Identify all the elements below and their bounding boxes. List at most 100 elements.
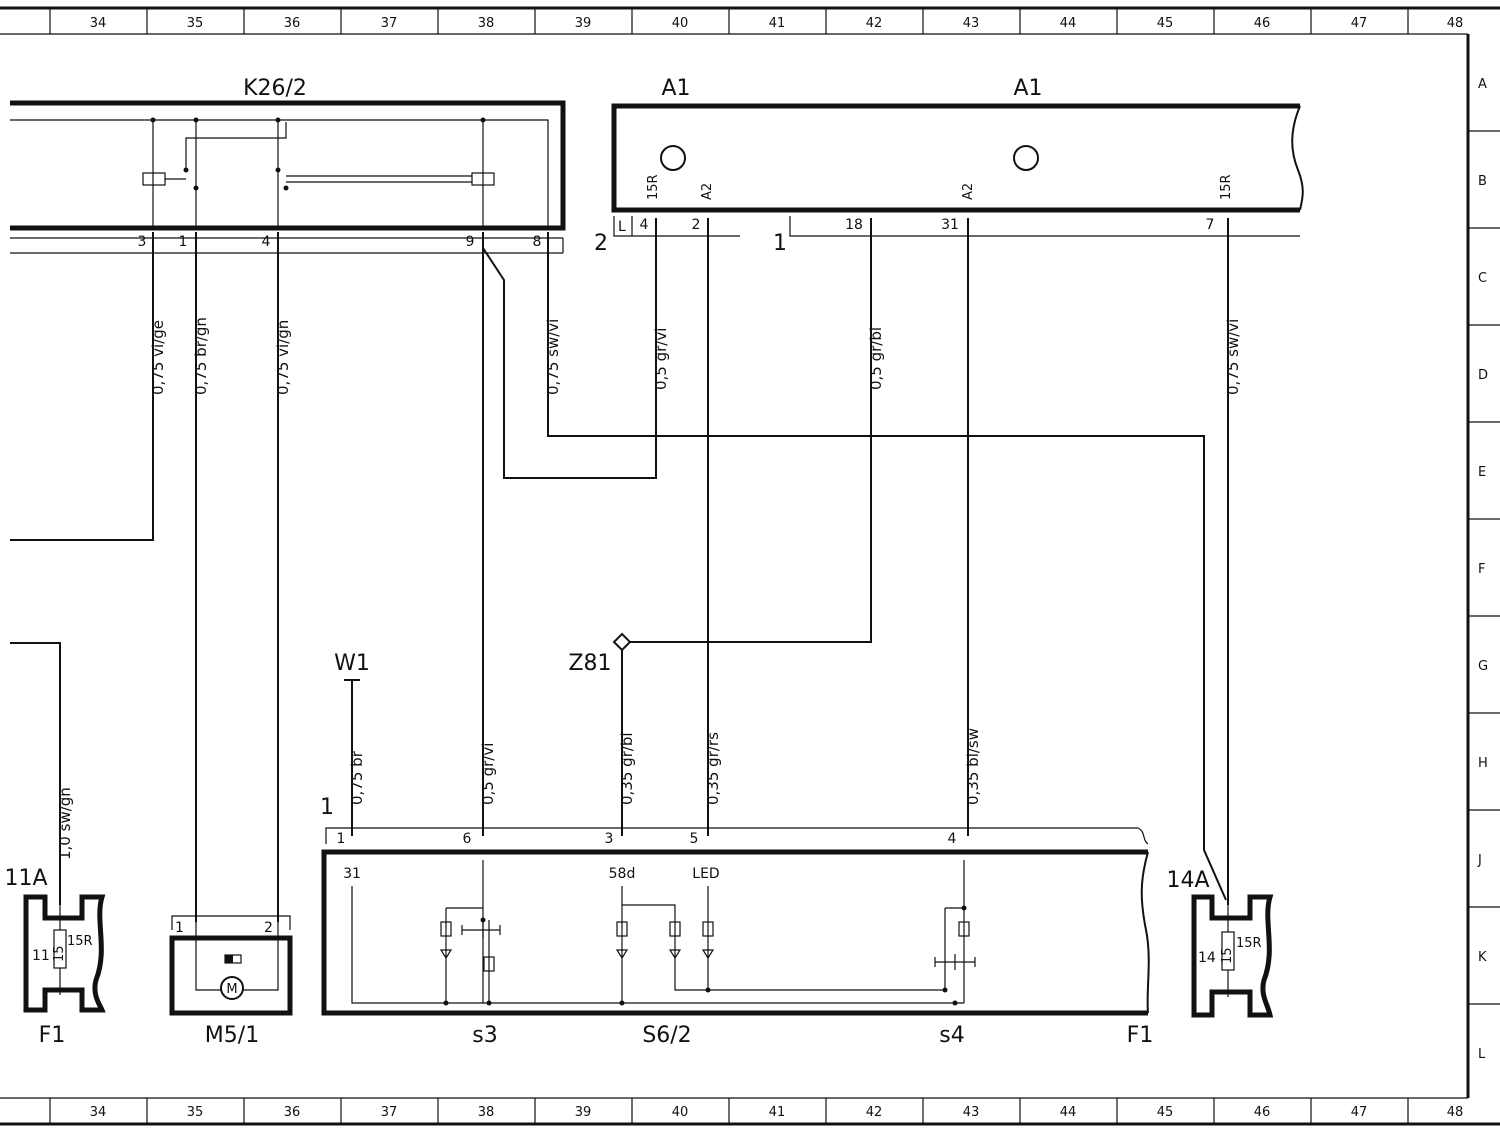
wire-label: 0,35 gr/bl bbox=[618, 732, 636, 805]
wire-labels: 0,75 vi/ge 0,75 br/gn 0,75 vi/gn 0,75 sw… bbox=[56, 317, 1242, 860]
motor-symbol: M bbox=[226, 982, 237, 997]
a1-connector-1: 1 bbox=[773, 231, 787, 256]
wire-label: 0,75 br/gn bbox=[192, 317, 210, 395]
led-icon bbox=[615, 949, 629, 960]
col-label: 47 bbox=[1351, 1105, 1368, 1120]
s6-2-label: S6/2 bbox=[642, 1023, 691, 1048]
z81-splice-icon bbox=[612, 632, 632, 652]
row-label: E bbox=[1478, 465, 1486, 480]
a1-connector-2: 2 bbox=[594, 231, 608, 256]
fuse-14-15r: 15R bbox=[1236, 936, 1262, 951]
col-label: 36 bbox=[284, 1105, 301, 1120]
m5-pin-2: 2 bbox=[264, 920, 273, 936]
s6-2-switch-module: 1 1 6 3 5 4 31 58d LED bbox=[320, 795, 1153, 1048]
wire-label: 0,75 vi/ge bbox=[149, 320, 167, 395]
a1-pin-a2-left: A2 bbox=[700, 183, 715, 200]
resistor bbox=[616, 921, 628, 937]
col-label: 38 bbox=[478, 1105, 495, 1120]
col-label: 41 bbox=[769, 16, 786, 31]
col-label: 46 bbox=[1254, 16, 1271, 31]
s3-label: s3 bbox=[472, 1023, 497, 1048]
col-label: 39 bbox=[575, 16, 592, 31]
wire-label: 0,5 gr/vi bbox=[652, 328, 670, 390]
resistor bbox=[702, 921, 714, 937]
f1-fuse-box-left: 11A 11 15R 15 F1 bbox=[4, 866, 106, 1048]
col-label: 44 bbox=[1060, 16, 1077, 31]
row-label: L bbox=[1478, 1047, 1486, 1062]
wire-label: 0,5 gr/vi bbox=[479, 743, 497, 805]
z81-label: Z81 bbox=[568, 651, 611, 676]
a1-pin-18: 18 bbox=[845, 217, 863, 233]
col-label: 43 bbox=[963, 16, 980, 31]
wire-label: 0,35 gr/rs bbox=[704, 732, 722, 805]
a1-pin-15r-left: 15R bbox=[646, 174, 661, 200]
motor-icon bbox=[220, 976, 244, 1000]
a1-pin-2: 2 bbox=[692, 217, 701, 233]
row-label: A bbox=[1478, 77, 1487, 92]
column-ticks-top bbox=[49, 8, 1409, 34]
col-label: 45 bbox=[1157, 16, 1174, 31]
col-label: 36 bbox=[284, 16, 301, 31]
col-label: 40 bbox=[672, 16, 689, 31]
a1-pin-31: 31 bbox=[941, 217, 959, 233]
transistor-icon bbox=[1013, 145, 1039, 171]
col-label: 47 bbox=[1351, 16, 1368, 31]
k26-pin-9: 9 bbox=[466, 234, 475, 250]
s6-term-led: LED bbox=[692, 866, 719, 882]
wire-harness bbox=[10, 218, 1229, 922]
k26-pin-4: 4 bbox=[262, 234, 271, 250]
a1-pin-a2-right: A2 bbox=[961, 183, 976, 200]
s6-term-31: 31 bbox=[343, 866, 361, 882]
col-label: 35 bbox=[187, 1105, 204, 1120]
col-label: 40 bbox=[672, 1105, 689, 1120]
a1-pin-15r-right: 15R bbox=[1219, 174, 1234, 200]
s6-pin-3: 3 bbox=[605, 831, 614, 847]
a1-module: A1 A1 15R A2 A2 15R 2 L 4 2 1 18 31 7 bbox=[594, 76, 1304, 256]
k26-2-module: K26/2 3 1 4 9 8 bbox=[10, 76, 566, 254]
a1-connector-2-L: L bbox=[618, 219, 626, 235]
resistor bbox=[669, 921, 681, 937]
wire-label: 0,35 bl/sw bbox=[964, 728, 982, 805]
fuse-11-15r: 15R bbox=[67, 934, 93, 949]
fuse-14-15: 15 bbox=[1220, 947, 1235, 964]
row-label: D bbox=[1478, 368, 1488, 383]
col-label: 37 bbox=[381, 1105, 398, 1120]
f1-label-right: F1 bbox=[1127, 1023, 1154, 1048]
m5-1-motor: 1 2 M M5/1 bbox=[169, 915, 293, 1048]
column-labels-bottom: 34 35 36 37 38 39 40 41 42 43 44 45 46 4… bbox=[90, 1105, 1464, 1120]
resistor bbox=[958, 921, 970, 937]
fuse-11-number: 11 bbox=[32, 948, 50, 964]
drawing-frame bbox=[0, 6, 1500, 1126]
s6-pin-5: 5 bbox=[690, 831, 699, 847]
col-label: 48 bbox=[1447, 1105, 1464, 1120]
k26-pin-1: 1 bbox=[179, 234, 188, 250]
col-label: 39 bbox=[575, 1105, 592, 1120]
column-labels-top: 34 35 36 37 38 39 40 41 42 43 44 45 46 4… bbox=[90, 16, 1464, 31]
fuse-11a-label: 11A bbox=[4, 866, 47, 891]
s6-connector-1: 1 bbox=[320, 795, 334, 820]
row-ticks bbox=[1468, 130, 1500, 1005]
wire-label: 0,75 br bbox=[348, 750, 366, 805]
col-label: 46 bbox=[1254, 1105, 1271, 1120]
a1-pin-4: 4 bbox=[640, 217, 649, 233]
col-label: 34 bbox=[90, 16, 107, 31]
col-label: 48 bbox=[1447, 16, 1464, 31]
row-label: B bbox=[1478, 174, 1487, 189]
k26-pin-3: 3 bbox=[138, 234, 147, 250]
switch-s3-icon bbox=[461, 922, 501, 938]
resistor bbox=[483, 956, 495, 972]
wire-label: 0,75 sw/vi bbox=[1224, 319, 1242, 395]
a1-pin-7: 7 bbox=[1206, 217, 1215, 233]
a1-label-right: A1 bbox=[1013, 76, 1042, 101]
col-label: 42 bbox=[866, 16, 883, 31]
a1-label-left: A1 bbox=[661, 76, 690, 101]
relay-coil-1 bbox=[142, 172, 166, 186]
relay-coil-2 bbox=[471, 172, 495, 186]
fuse-14-number: 14 bbox=[1198, 950, 1216, 966]
wire-label: 1,0 sw/gn bbox=[56, 787, 74, 860]
led-icon bbox=[439, 949, 453, 960]
m5-1-label: M5/1 bbox=[205, 1023, 259, 1048]
s6-pin-1: 1 bbox=[337, 831, 346, 847]
col-label: 41 bbox=[769, 1105, 786, 1120]
